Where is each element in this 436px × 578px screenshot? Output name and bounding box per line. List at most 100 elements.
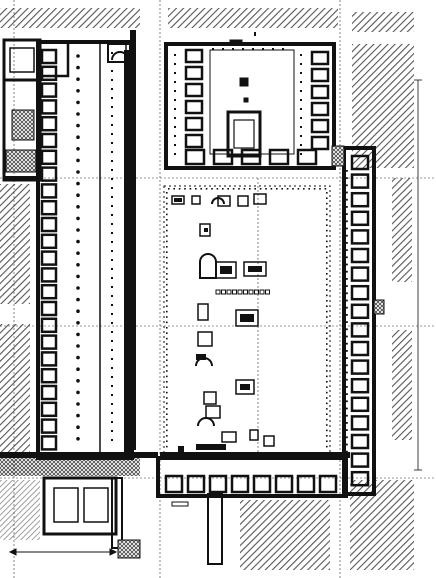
column (76, 181, 80, 186)
column (216, 188, 219, 190)
room (40, 283, 58, 300)
column (166, 381, 168, 383)
column (111, 151, 113, 153)
column (76, 402, 80, 406)
column (326, 375, 328, 378)
column (166, 251, 168, 253)
column (111, 214, 113, 216)
column (76, 321, 80, 325)
column (76, 89, 80, 93)
scale-bar (8, 548, 118, 556)
room (350, 359, 370, 375)
column (326, 240, 328, 243)
column (326, 440, 328, 442)
column (189, 188, 192, 190)
column (346, 220, 348, 223)
column (76, 344, 80, 348)
column (326, 246, 328, 248)
column (346, 285, 348, 287)
column (346, 278, 348, 280)
column (326, 381, 328, 383)
column (346, 249, 348, 251)
column (212, 48, 214, 50)
column (254, 188, 256, 190)
room (184, 116, 204, 132)
column (276, 188, 278, 190)
room (318, 474, 338, 494)
column (174, 90, 176, 92)
column (166, 224, 168, 226)
room (274, 474, 294, 494)
column (166, 229, 168, 232)
column (166, 273, 168, 275)
column (76, 205, 80, 209)
column (166, 262, 168, 264)
column (76, 309, 80, 314)
column (174, 117, 176, 119)
column (313, 188, 316, 190)
room (40, 384, 58, 401)
room (230, 474, 250, 494)
column (292, 188, 294, 190)
column (346, 378, 348, 381)
column (111, 367, 113, 369)
column (326, 418, 328, 421)
room (350, 191, 370, 208)
room (40, 334, 58, 350)
column (76, 112, 80, 116)
column (111, 232, 113, 234)
column (111, 97, 113, 99)
column (346, 386, 348, 388)
column (168, 188, 170, 190)
bottom-room-row (156, 456, 348, 507)
column (76, 390, 80, 395)
column (111, 196, 113, 198)
base (254, 289, 259, 295)
column (326, 359, 328, 361)
room (310, 50, 330, 66)
column (243, 188, 246, 190)
column (174, 126, 176, 128)
column (346, 177, 348, 179)
room (40, 132, 58, 149)
column (324, 188, 327, 190)
column (326, 424, 328, 426)
column (174, 72, 176, 74)
column (272, 48, 274, 50)
column (346, 206, 348, 208)
column (346, 436, 348, 439)
column (166, 202, 168, 205)
room (184, 133, 204, 149)
column (326, 278, 328, 280)
column (326, 224, 328, 226)
column (111, 133, 113, 135)
column (166, 424, 168, 426)
column (111, 124, 113, 126)
column (326, 202, 328, 205)
column (326, 332, 328, 334)
column (174, 99, 176, 101)
column (222, 188, 224, 190)
column (111, 322, 113, 324)
column (300, 117, 302, 119)
column (111, 52, 113, 54)
room (350, 303, 370, 320)
room (184, 99, 204, 115)
column (242, 48, 244, 50)
column (166, 440, 168, 442)
column (174, 108, 176, 110)
column (166, 348, 168, 351)
column (184, 188, 186, 190)
column (174, 153, 176, 155)
column (111, 394, 113, 396)
column (346, 292, 348, 295)
column (76, 239, 80, 244)
room (350, 452, 370, 468)
column (346, 299, 348, 302)
room (40, 199, 58, 216)
room (350, 154, 370, 171)
column (174, 144, 176, 146)
column (326, 219, 328, 221)
room (184, 82, 204, 98)
